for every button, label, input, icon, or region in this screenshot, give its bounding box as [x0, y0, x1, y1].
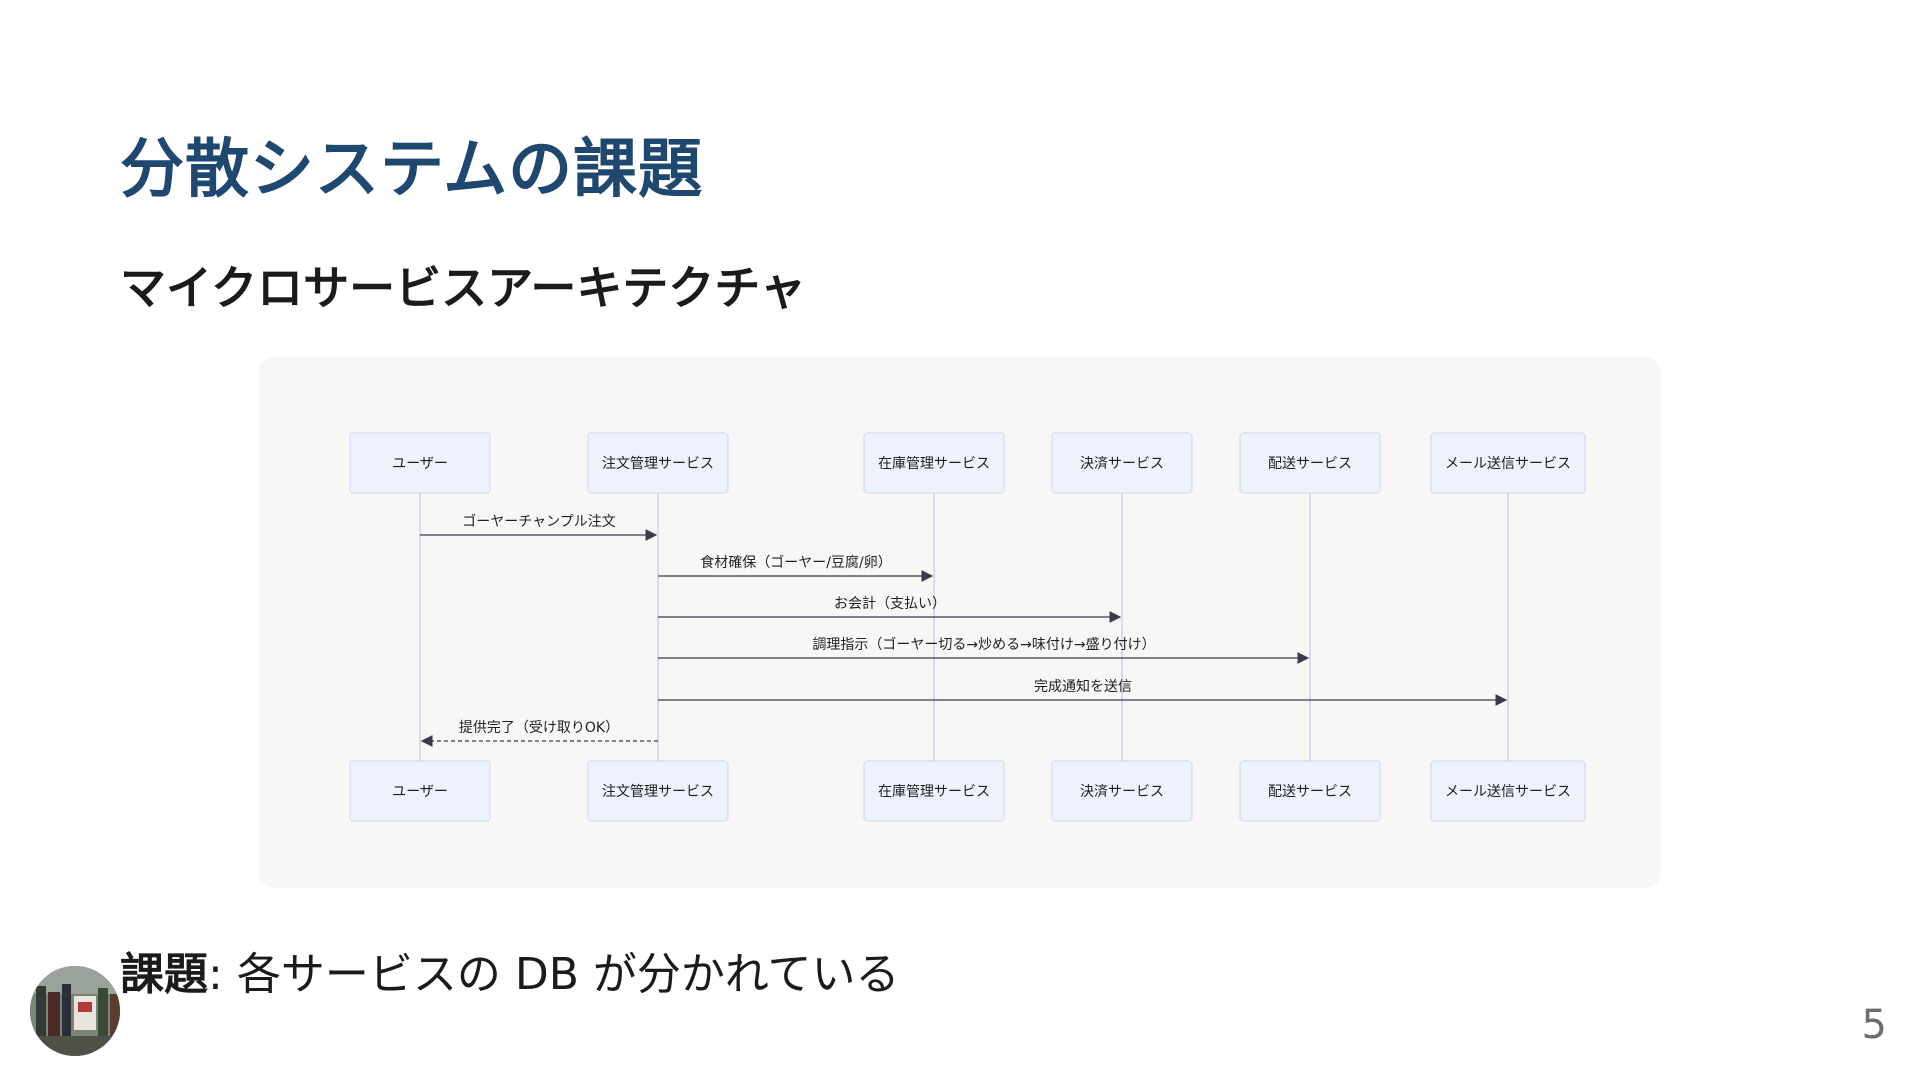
- participant-box-top: [1430, 432, 1586, 494]
- participant-label: 注文管理サービス: [602, 456, 714, 472]
- issue-note: 課題: 各サービスの DB が分かれている: [120, 938, 900, 1002]
- participant-box-bottom: [1051, 760, 1193, 822]
- avatar-photo-icon: [30, 966, 120, 1056]
- participant-box-bottom: [863, 760, 1005, 822]
- participant-box-top: [587, 432, 729, 494]
- avatar: [30, 966, 120, 1056]
- participant-label: 在庫管理サービス: [878, 783, 990, 800]
- message-label: ゴーヤーチャンプル注文: [462, 513, 615, 530]
- participant-label: ユーザー: [392, 784, 448, 800]
- issue-note-text: 各サービスの DB が分かれている: [236, 949, 900, 1000]
- participant-label: 注文管理サービス: [602, 784, 714, 800]
- participant-box-bottom: [1430, 760, 1586, 822]
- sequence-diagram-panel: ゴーヤーチャンプル注文食材確保（ゴーヤー/豆腐/卵） お会計（支払い） 調理指示（ゴ…: [258, 357, 1661, 888]
- slide-subtitle: マイクロサービスアーキテクチャ: [120, 261, 806, 315]
- participant-box-top: [1239, 432, 1381, 494]
- participant-box-bottom: [349, 760, 491, 822]
- participant-label: メール送信サービス: [1445, 456, 1571, 472]
- message-label: 食材確保（ゴーヤー/豆腐/卵）: [700, 554, 891, 571]
- slide-title: 分散システムの課題: [120, 133, 704, 207]
- participant-label: ユーザー: [392, 456, 448, 472]
- message-label: 提供完了（受け取りOK）: [459, 720, 619, 736]
- participant-label: 決済サービス: [1080, 456, 1164, 472]
- participant-box-top: [1051, 432, 1193, 494]
- participant-box-bottom: [1239, 760, 1381, 822]
- participant-box-top: [863, 432, 1005, 494]
- participant-label: 配送サービス: [1268, 784, 1352, 800]
- participant-label: 在庫管理サービス: [878, 455, 990, 472]
- participant-label: メール送信サービス: [1445, 784, 1571, 800]
- message-label: 完成通知を送信: [1034, 678, 1132, 695]
- issue-note-separator: :: [208, 949, 223, 1000]
- message-label: お会計（支払い）: [834, 596, 946, 612]
- participant-box-top: [349, 432, 491, 494]
- participant-box-bottom: [587, 760, 729, 822]
- participant-label: 決済サービス: [1080, 784, 1164, 800]
- participant-label: 配送サービス: [1268, 456, 1352, 472]
- page-number: 5: [1861, 1002, 1887, 1048]
- issue-note-label: 課題: [120, 949, 208, 1000]
- message-label: 調理指示（ゴーヤー切る→炒める→味付け→盛り付け）: [812, 636, 1155, 653]
